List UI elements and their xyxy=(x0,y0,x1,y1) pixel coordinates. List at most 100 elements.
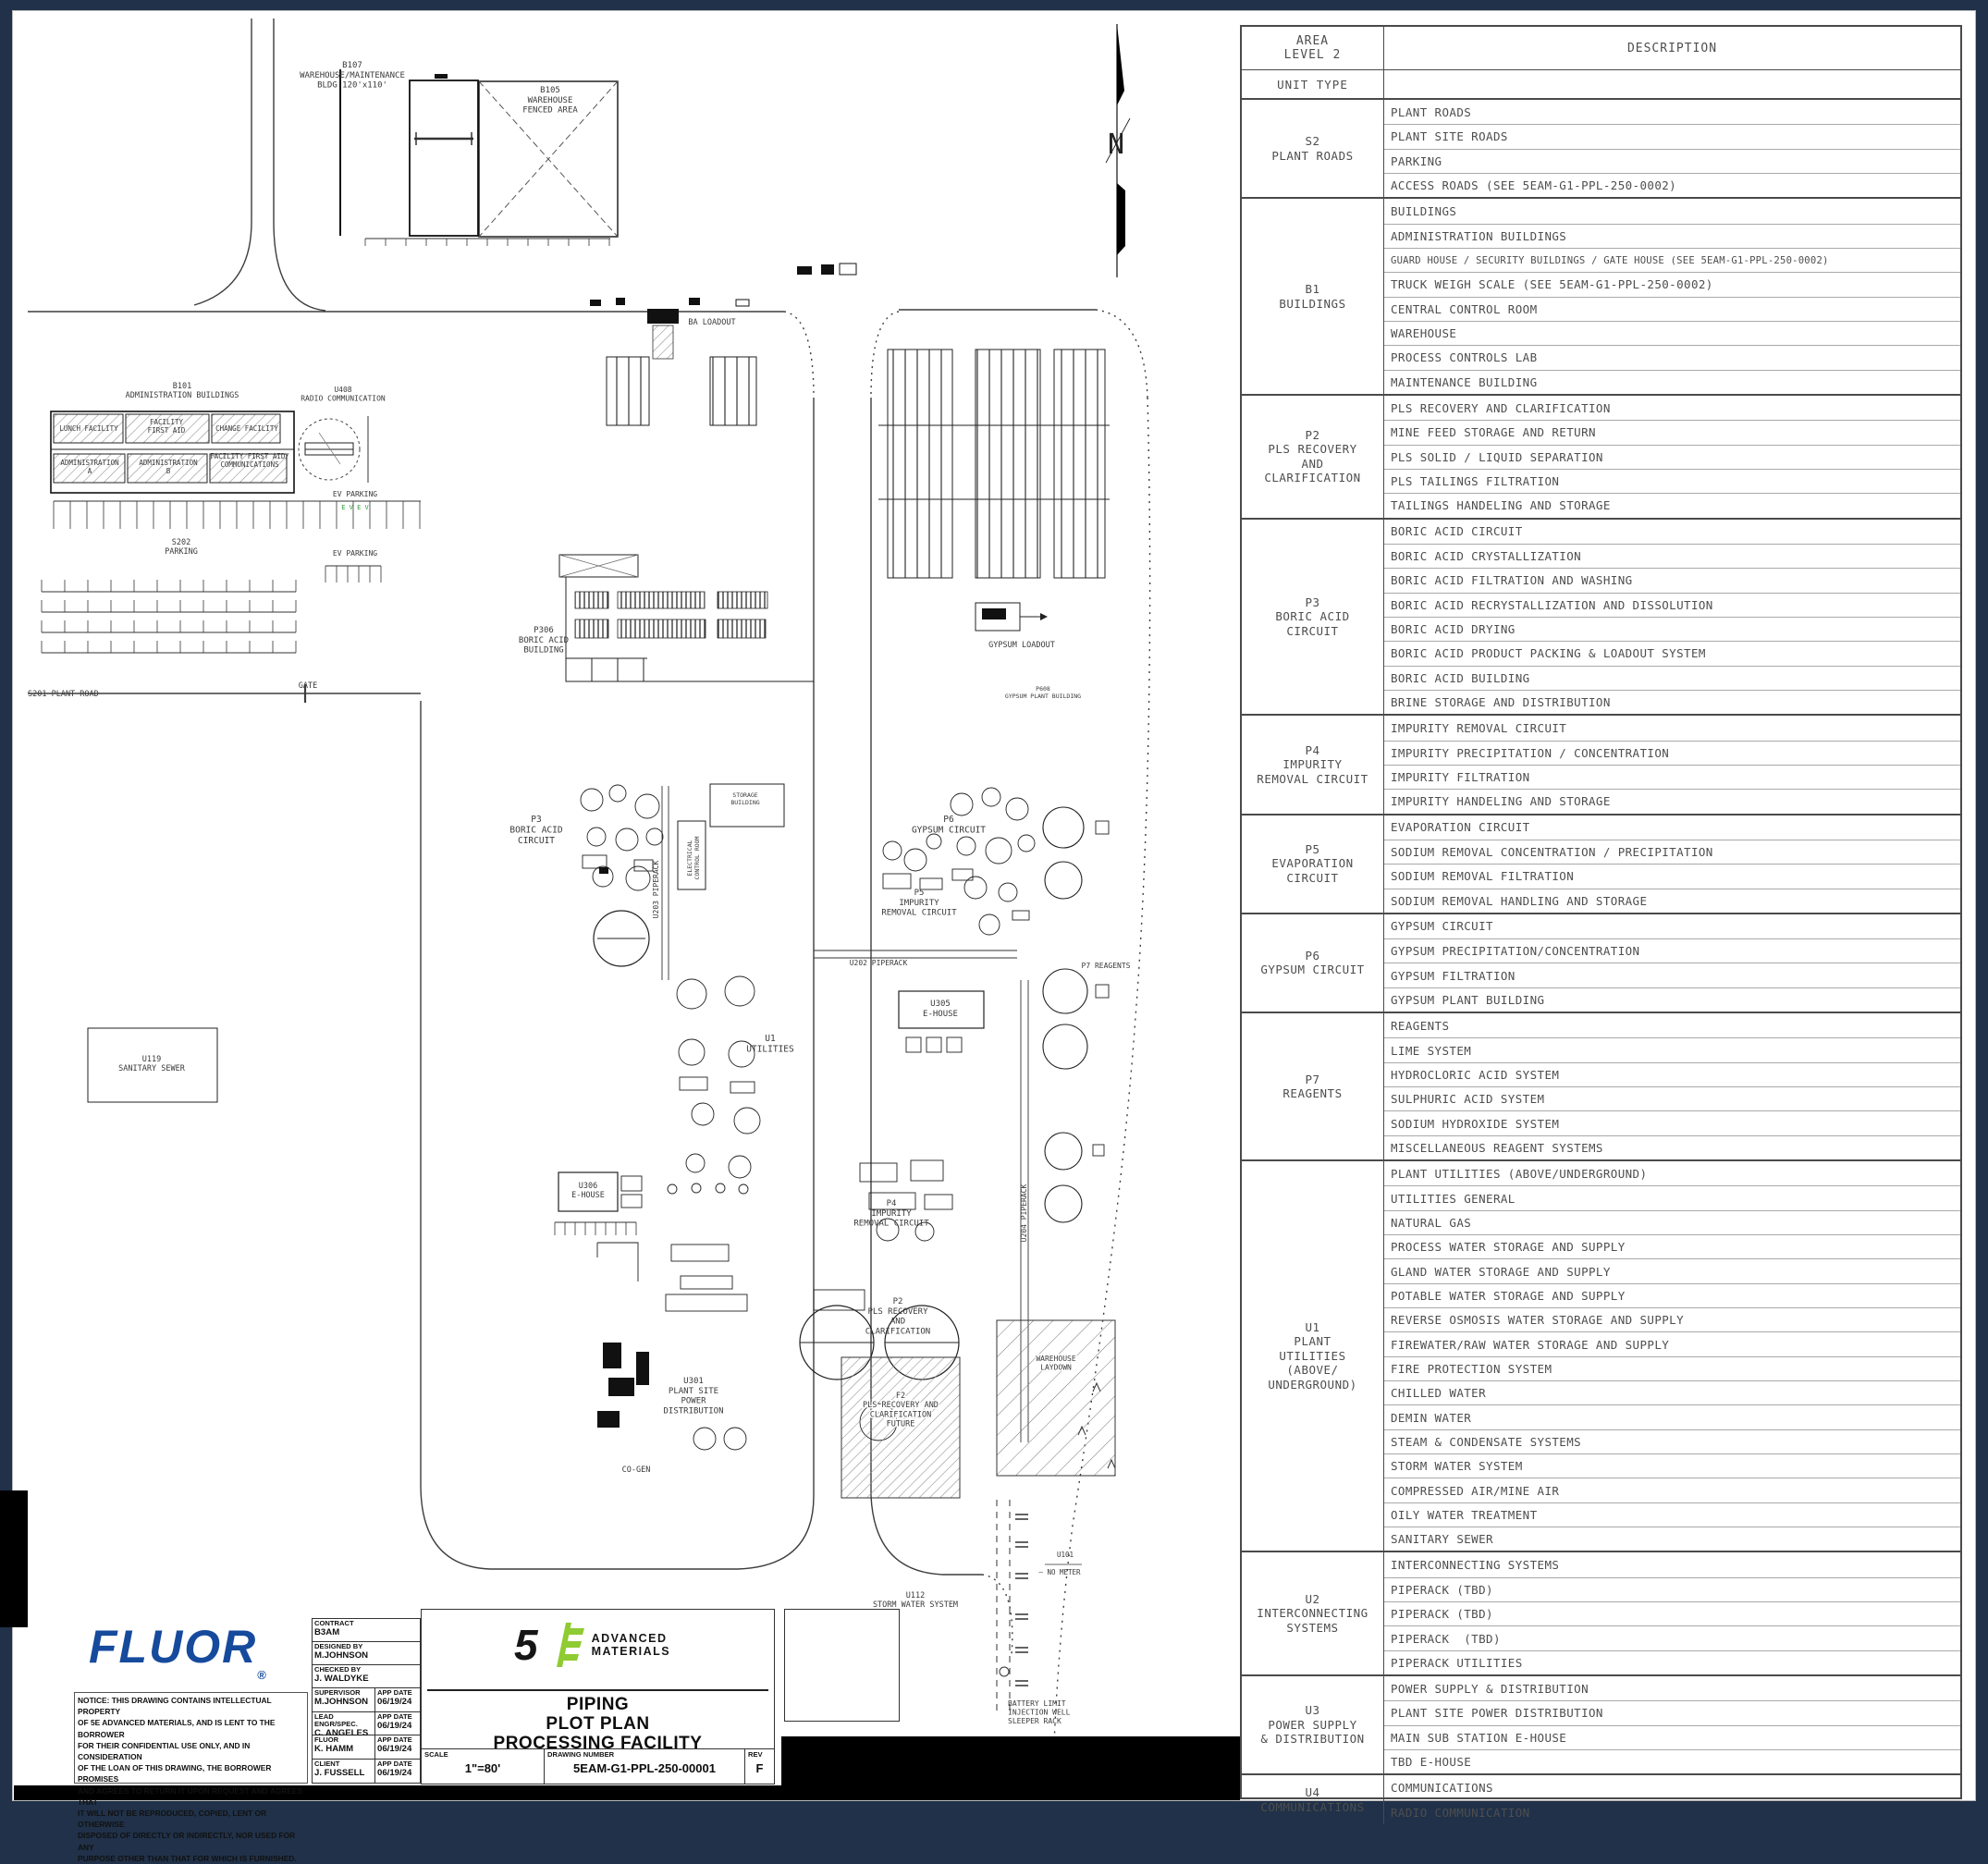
legend-row: PLANT SITE POWER DISTRIBUTION xyxy=(1384,1700,1960,1724)
legend-row: IMPURITY PRECIPITATION / CONCENTRATION xyxy=(1384,740,1960,765)
legend-header-unit-type: UNIT TYPE xyxy=(1242,70,1384,98)
legend-row: PROCESS WATER STORAGE AND SUPPLY xyxy=(1384,1234,1960,1258)
legend-row: PLS SOLID / LIQUID SEPARATION xyxy=(1384,444,1960,469)
legend-row: PROCESS CONTROLS LAB xyxy=(1384,345,1960,369)
u203-piperack-label: U203 PIPERACK xyxy=(652,861,660,919)
legend-row: FIREWATER/RAW WATER STORAGE AND SUPPLY xyxy=(1384,1331,1960,1355)
legend-row: GYPSUM PLANT BUILDING xyxy=(1384,987,1960,1012)
legend-group-label: B1 BUILDINGS xyxy=(1242,199,1384,394)
legend-row: POWER SUPPLY & DISTRIBUTION xyxy=(1391,1681,1589,1696)
legend-group: U3 POWER SUPPLY & DISTRIBUTION POWER SUPP… xyxy=(1242,1676,1960,1776)
legend-row: STEAM & CONDENSATE SYSTEMS xyxy=(1384,1429,1960,1453)
ba-loadout-label: BA LOADOUT xyxy=(688,318,735,327)
process-equipment xyxy=(558,784,1110,1451)
rev-value: F xyxy=(755,1761,764,1775)
drawing-number-label: DRAWING NUMBER xyxy=(547,1750,615,1759)
drawing-number-value: 5EAM-G1-PPL-250-00001 xyxy=(573,1761,716,1775)
legend-row: BORIC ACID RECRYSTALLIZATION AND DISSOLU… xyxy=(1384,592,1960,617)
legend-group-label: P4 IMPURITY REMOVAL CIRCUIT xyxy=(1242,716,1384,814)
site-plan-drawing: N xyxy=(28,18,1151,1801)
legend-row: PARKING xyxy=(1384,148,1960,173)
u204-piperack-label: U204 PIPERACK xyxy=(1020,1184,1028,1243)
legend-row: TRUCK WEIGH SCALE (SEE 5EAM-G1-PPL-250-0… xyxy=(1384,272,1960,296)
legend-group-label: U4 COMMUNICATIONS xyxy=(1242,1775,1384,1824)
legend-row: CENTRAL CONTROL ROOM xyxy=(1384,296,1960,321)
legend-row: PIPERACK (TBD) xyxy=(1384,1601,1960,1625)
legend-row: SANITARY SEWER xyxy=(1384,1527,1960,1551)
co-gen-label: CO-GEN xyxy=(622,1465,651,1475)
legend-row: BORIC ACID FILTRATION AND WASHING xyxy=(1384,568,1960,592)
signature-block: CONTRACT B3AM DESIGNED BY M.JOHNSON CHEC… xyxy=(312,1618,421,1784)
legend-row: HYDROCLORIC ACID SYSTEM xyxy=(1384,1061,1960,1086)
legend-group-label: U3 POWER SUPPLY & DISTRIBUTION xyxy=(1242,1676,1384,1774)
legend-row: BORIC ACID DRYING xyxy=(1384,616,1960,641)
legend-row: REVERSE OSMOSIS WATER STORAGE AND SUPPLY xyxy=(1384,1307,1960,1331)
scale-value: 1"=80' xyxy=(464,1761,501,1775)
legend-row: MINE FEED STORAGE AND RETURN xyxy=(1384,420,1960,444)
battery-limit-dashes xyxy=(1015,1514,1028,1686)
legend-group-label: U1 PLANT UTILITIES (ABOVE/ UNDERGROUND) xyxy=(1242,1161,1384,1551)
sanitary-sewer-box xyxy=(87,1027,218,1103)
legend-header-blank xyxy=(1384,70,1960,98)
5e-logo-five: 5 xyxy=(514,1621,538,1669)
legend-group-label: P7 REAGENTS xyxy=(1242,1013,1384,1160)
legend-row: EVAPORATION CIRCUIT xyxy=(1391,820,1530,835)
legend-row: TAILINGS HANDELING AND STORAGE xyxy=(1384,493,1960,517)
legend-row: ADMINISTRATION BUILDINGS xyxy=(1384,223,1960,248)
designed-by-value: M.JOHNSON xyxy=(314,1650,369,1661)
black-band-bottom xyxy=(14,1785,781,1800)
legend-row: PLANT ROADS xyxy=(1391,104,1472,119)
legend-group-label: P6 GYPSUM CIRCUIT xyxy=(1242,914,1384,1012)
legend-row: SODIUM REMOVAL FILTRATION xyxy=(1384,864,1960,888)
ev-parking-marks: E V E V xyxy=(341,504,369,511)
legend-row: GYPSUM CIRCUIT xyxy=(1391,919,1493,934)
legend-row: IMPURITY FILTRATION xyxy=(1384,764,1960,789)
storm-water-marks xyxy=(996,1381,1116,1712)
electrical-control-room-label: ELECTRICALCONTROL ROOM xyxy=(686,836,701,879)
legend-row: INTERCONNECTING SYSTEMS xyxy=(1391,1558,1560,1573)
legend-row: IMPURITY HANDELING AND STORAGE xyxy=(1384,789,1960,813)
gypsum-loadout-label: GYPSUM LOADOUT xyxy=(988,641,1055,650)
checked-by-label: CHECKED BY xyxy=(314,1665,362,1674)
legend-row: OILY WATER TREATMENT xyxy=(1384,1502,1960,1527)
warehouse-area xyxy=(339,69,619,238)
legend-group-label: P2 PLS RECOVERY AND CLARIFICATION xyxy=(1242,395,1384,518)
legend-row: BORIC ACID PRODUCT PACKING & LOADOUT SYS… xyxy=(1384,641,1960,665)
legend-row: IMPURITY REMOVAL CIRCUIT xyxy=(1391,720,1567,735)
black-band-bottom-right xyxy=(781,1736,1240,1800)
legend-row: DEMIN WATER xyxy=(1384,1404,1960,1429)
title-divider xyxy=(427,1689,768,1691)
legend-row: NATURAL GAS xyxy=(1384,1209,1960,1234)
legend-row: PLANT UTILITIES (ABOVE/UNDERGROUND) xyxy=(1391,1166,1648,1181)
legend-row: COMMUNICATIONS xyxy=(1391,1780,1493,1795)
legend-row: REAGENTS xyxy=(1391,1018,1450,1033)
legend-row: RADIO COMMUNICATION xyxy=(1384,1799,1960,1824)
ev-parking-label-2: EV PARKING xyxy=(333,549,377,558)
legend-row: ACCESS ROADS (SEE 5EAM-G1-PPL-250-0002) xyxy=(1384,172,1960,197)
legend-row: PIPERACK (TBD) xyxy=(1384,1625,1960,1649)
plant-roads xyxy=(28,18,1151,1801)
ba-loadout-area xyxy=(590,263,857,360)
legend-row: PLANT SITE ROADS xyxy=(1384,124,1960,148)
legend-group: U4 COMMUNICATIONS COMMUNICATIONS RADIO COM… xyxy=(1242,1775,1960,1824)
legend-group: U1 PLANT UTILITIES (ABOVE/ UNDERGROUND)P… xyxy=(1242,1161,1960,1553)
